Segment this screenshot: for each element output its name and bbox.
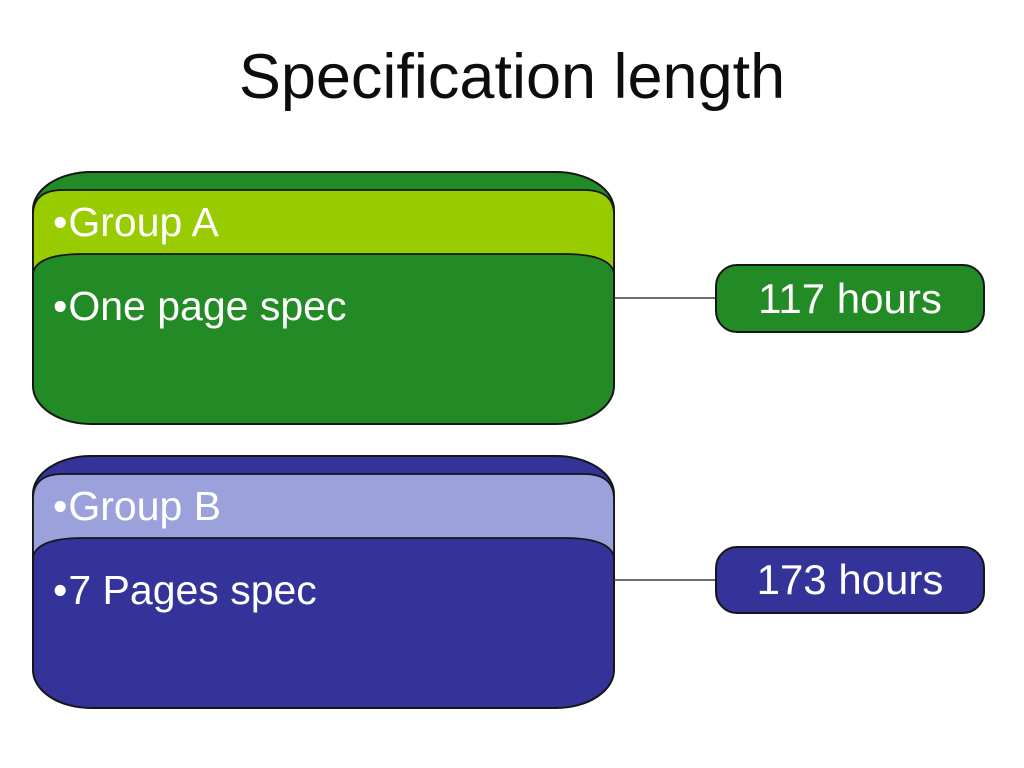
hours-a-label: 117 hours — [758, 274, 942, 322]
group-a-detail-label: • One page spec — [33, 278, 614, 334]
bullet-icon: • — [53, 198, 68, 245]
bullet-icon: • — [53, 482, 68, 529]
group-b-band — [32, 473, 615, 558]
hours-b-box — [715, 546, 985, 614]
group-b-name: Group B — [68, 482, 222, 529]
slide-title: Specification length — [238, 42, 786, 112]
bullet-icon: • — [53, 566, 68, 613]
bullet-icon: • — [53, 282, 68, 329]
group-a-detail: One page spec — [68, 282, 347, 329]
group-a-name: Group A — [68, 198, 219, 245]
group-a-band — [32, 189, 615, 274]
hours-b-label: 173 hours — [756, 556, 944, 603]
group-a-name-label: • Group A — [33, 190, 614, 254]
group-b-detail: 7 Pages spec — [68, 566, 317, 613]
hours-a-box — [715, 264, 985, 333]
group-b-detail-label: • 7 Pages spec — [33, 562, 614, 618]
group-b-name-label: • Group B — [33, 474, 614, 538]
